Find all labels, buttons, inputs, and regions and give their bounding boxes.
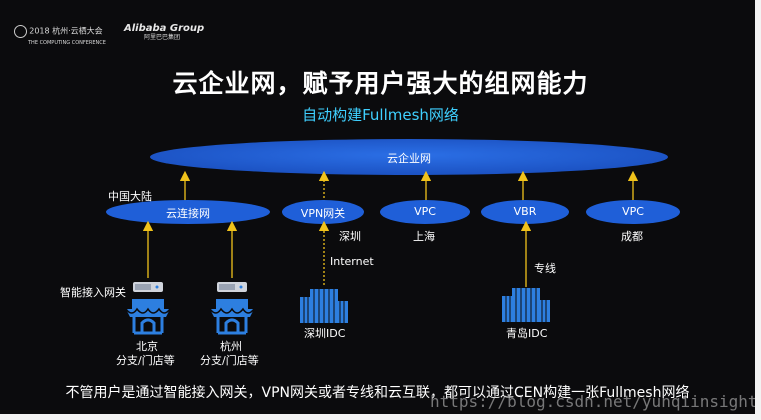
site-beijing-line2: 分支/门店等: [116, 354, 175, 367]
region-label: 中国大陆: [108, 190, 152, 203]
alibaba-logo: Alibaba Group 阿里巴巴集团: [124, 23, 205, 42]
leased-line-label: 专线: [534, 262, 556, 275]
gateway-icon-beijing: [133, 282, 163, 292]
node-vpc-shanghai: [380, 200, 470, 224]
event-logo-title: 2018 杭州·云栖大会: [29, 26, 103, 36]
watermark: https://blog.csdn.net/yunqiinsight: [430, 392, 758, 411]
event-logo-subtitle: THE COMPUTING CONFERENCE: [28, 40, 106, 46]
slide-title: 云企业网，赋予用户强大的组网能力: [172, 69, 589, 98]
node-vpn-gateway: [282, 200, 364, 224]
footer-text: 不管用户是通过智能接入网关，VPN网关或者专线和云互联，都可以通过CEN构建一张…: [65, 385, 690, 401]
node-vpc-chengdu: [586, 200, 680, 224]
right-border: [755, 0, 761, 420]
node-label-vpn-gateway: VPN网关: [300, 207, 346, 220]
building-icon-shenzhen: [299, 288, 349, 324]
cen-ellipse: [150, 139, 668, 175]
location-shenzhen: 深圳: [339, 230, 361, 243]
gateway-label: 智能接入网关: [60, 286, 126, 299]
site-beijing-line1: 北京: [136, 340, 158, 353]
node-label-cloud-connect: 云连接网: [166, 207, 210, 220]
node-label-vpc-shanghai: VPC: [414, 205, 436, 218]
gateway-icon-hangzhou: [217, 282, 247, 292]
site-qingdao-idc: 青岛IDC: [506, 327, 548, 340]
node-label-vpc-chengdu: VPC: [622, 205, 644, 218]
site-shenzhen-idc: 深圳IDC: [304, 327, 346, 340]
alibaba-logo-text: Alibaba Group: [124, 23, 205, 34]
bottom-border: [0, 414, 761, 420]
site-hangzhou-line1: 杭州: [220, 340, 242, 353]
node-cloud-connect: [106, 200, 270, 224]
slide-subtitle: 自动构建Fullmesh网络: [302, 106, 459, 124]
event-logo: 2018 杭州·云栖大会 THE COMPUTING CONFERENCE: [14, 25, 106, 47]
building-icon-qingdao: [501, 287, 551, 323]
store-icon-hangzhou: [208, 297, 256, 335]
location-chengdu: 成都: [621, 230, 643, 243]
internet-label: Internet: [330, 255, 374, 268]
site-hangzhou-line2: 分支/门店等: [200, 354, 259, 367]
alibaba-logo-sub: 阿里巴巴集团: [144, 34, 181, 41]
node-vbr: [481, 200, 569, 224]
cen-label: 云企业网: [387, 152, 431, 165]
store-icon-beijing: [124, 297, 172, 335]
node-label-vbr: VBR: [513, 205, 537, 218]
location-shanghai: 上海: [413, 230, 435, 243]
